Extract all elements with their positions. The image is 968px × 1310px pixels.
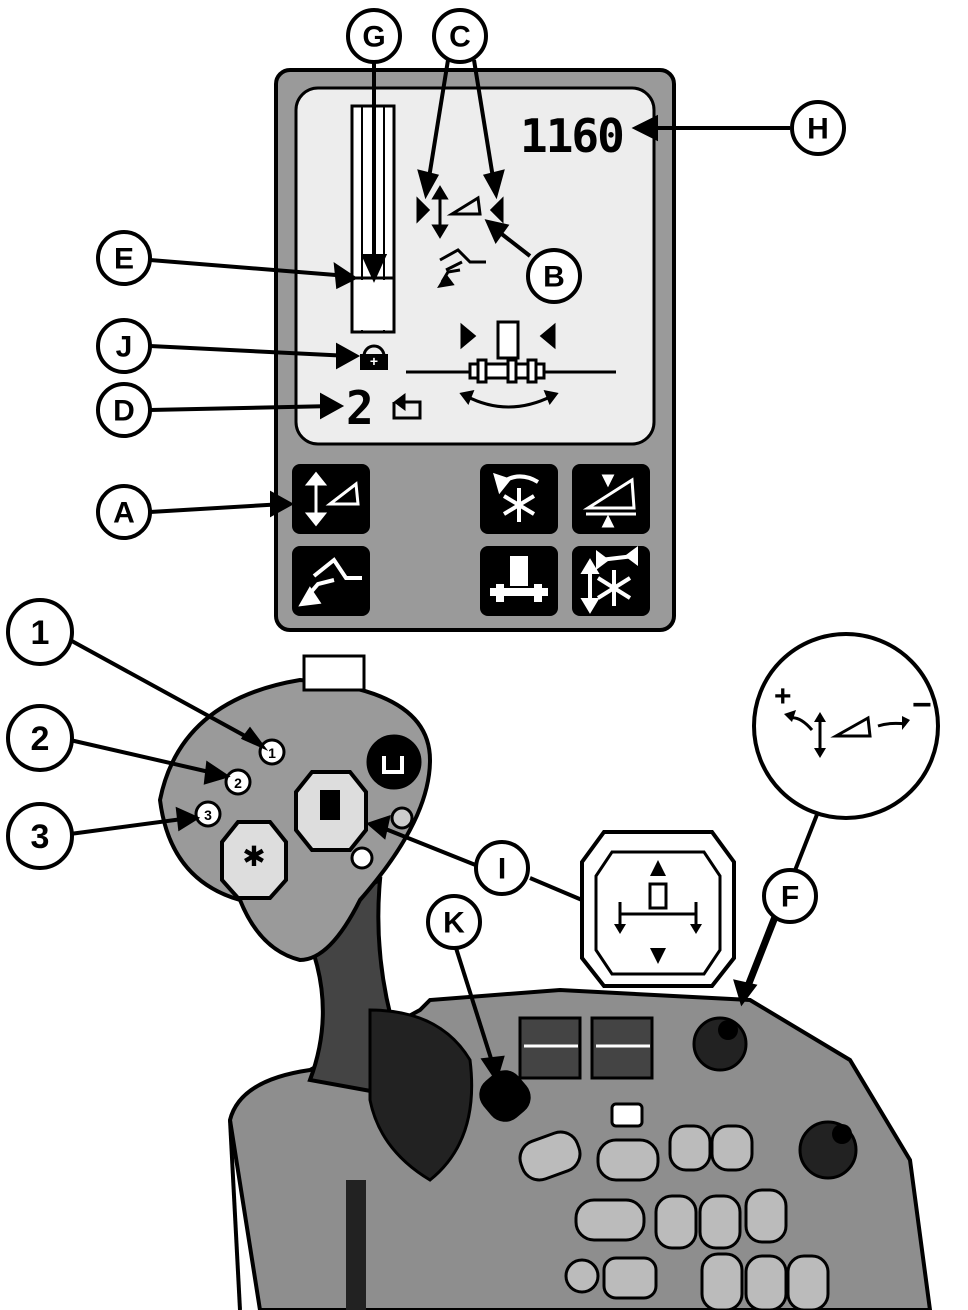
joystick: 1 2 3 ✱	[157, 654, 933, 1310]
inset-implement-rocker	[580, 830, 736, 988]
console-levers[interactable]	[518, 1016, 654, 1080]
svg-text:G: G	[362, 21, 385, 54]
svg-text:B: B	[543, 261, 565, 294]
joystick-button-2[interactable]: 2	[224, 768, 252, 796]
callout-H: H	[790, 100, 846, 156]
joystick-button-3[interactable]: 3	[194, 800, 222, 828]
callout-B: B	[526, 248, 582, 304]
callout-2: 2	[6, 704, 74, 772]
callout-1: 1	[6, 598, 74, 666]
gear-number: 2	[346, 381, 372, 435]
key-raise-lower-depth[interactable]	[292, 464, 370, 534]
raise-lower-depth-icon	[416, 185, 504, 239]
inset-minus: −	[912, 686, 932, 724]
svg-text:F: F	[781, 881, 799, 914]
display-panel: 1160 + 2	[274, 68, 676, 632]
inset-plus: +	[774, 680, 792, 713]
joystick-pto-rocker[interactable]: ✱	[220, 820, 288, 900]
console-rotary-knob[interactable]	[798, 1120, 858, 1180]
svg-text:1: 1	[268, 745, 276, 761]
svg-text:1: 1	[31, 614, 50, 652]
svg-text:I: I	[498, 853, 506, 886]
console-button-k[interactable]	[472, 1063, 538, 1129]
svg-text:3: 3	[204, 807, 212, 823]
leader-lines	[69, 59, 790, 1083]
svg-text:E: E	[114, 243, 134, 276]
inset-depth-knob: + −	[742, 632, 940, 1001]
svg-text:C: C	[449, 21, 471, 54]
implement-level-indicator	[406, 320, 616, 409]
console-rotary-knob-f[interactable]	[692, 1016, 748, 1072]
svg-text:+: +	[370, 353, 378, 369]
svg-text:3: 3	[31, 818, 50, 856]
svg-text:✱: ✱	[242, 840, 265, 873]
hitch-indicator-icon	[437, 248, 486, 289]
svg-text:2: 2	[234, 775, 242, 791]
callout-3: 3	[6, 802, 74, 870]
joystick-button-1[interactable]: 1	[258, 738, 286, 766]
joystick-small-button[interactable]	[350, 846, 374, 870]
console-rocker-buttons[interactable]	[515, 1102, 830, 1310]
joystick-return-button[interactable]	[366, 734, 422, 790]
rpm-readout: 1160	[520, 109, 623, 163]
key-pto-speed[interactable]	[480, 464, 558, 534]
callout-F: F	[762, 868, 818, 924]
callout-I: I	[474, 840, 530, 896]
callout-C: C	[432, 8, 488, 64]
svg-text:J: J	[116, 331, 133, 364]
callout-G: G	[346, 8, 402, 64]
svg-text:D: D	[113, 395, 135, 428]
key-implement-level[interactable]	[480, 546, 558, 616]
svg-text:A: A	[113, 497, 135, 530]
svg-text:H: H	[807, 113, 829, 146]
joystick-implement-rocker[interactable]	[294, 770, 368, 852]
callout-K: K	[426, 894, 482, 950]
key-depth-control[interactable]	[572, 464, 650, 534]
return-arrow-icon	[392, 393, 422, 420]
key-hitch[interactable]	[292, 546, 370, 616]
key-pto-adjust[interactable]	[572, 546, 650, 616]
callout-D: D	[96, 382, 152, 438]
svg-text:2: 2	[31, 720, 50, 758]
lock-icon: +	[360, 344, 388, 370]
callout-J: J	[96, 318, 152, 374]
svg-text:K: K	[443, 907, 465, 940]
joystick-side-button[interactable]	[390, 806, 414, 830]
callout-E: E	[96, 230, 152, 286]
callout-A: A	[96, 484, 152, 540]
